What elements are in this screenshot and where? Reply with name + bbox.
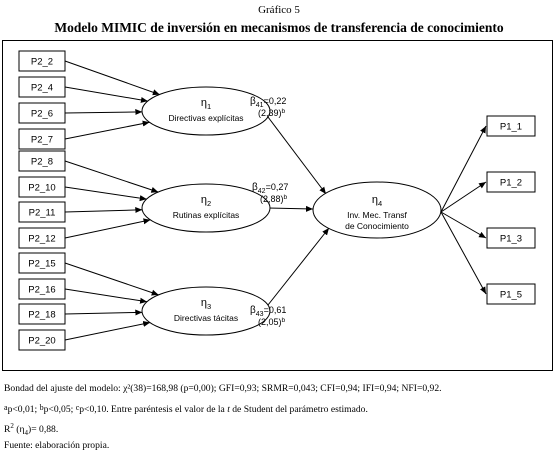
sig-b-mark: b bbox=[39, 403, 44, 412]
indicator-label: P2_11 bbox=[29, 208, 56, 219]
indicator-box bbox=[18, 303, 66, 325]
outcome-indicator-arrow bbox=[440, 211, 487, 239]
indicator-arrow bbox=[64, 160, 159, 193]
sig-a-text: p<0,01; bbox=[7, 404, 40, 415]
indicator-box bbox=[18, 128, 66, 150]
outcome-indicator-box bbox=[486, 227, 536, 249]
latent-ellipse bbox=[141, 183, 271, 233]
latent-label: Directivas tácitas bbox=[174, 313, 238, 323]
indicator-arrow bbox=[64, 186, 147, 202]
indicator-arrow bbox=[64, 109, 143, 116]
indicator-arrow bbox=[64, 320, 151, 341]
outcome-ellipse bbox=[312, 181, 442, 239]
diagram-frame bbox=[2, 40, 553, 371]
indicator-box bbox=[18, 176, 66, 198]
indicator-label: P2_2 bbox=[31, 57, 53, 68]
outcome-indicator-label: P1_1 bbox=[500, 122, 522, 133]
outcome-indicator-arrow bbox=[440, 181, 487, 213]
indicator-label: P2_7 bbox=[31, 135, 53, 146]
sig-tail: de Student del parámetro estimado. bbox=[229, 404, 368, 415]
source-note: Fuente: elaboración propia. bbox=[4, 440, 110, 451]
figure-label: Gráfico 5 bbox=[258, 4, 300, 16]
outcome-indicator-label: P1_3 bbox=[500, 234, 522, 245]
indicator-label: P2_20 bbox=[28, 336, 55, 347]
indicator-box bbox=[18, 102, 66, 124]
indicator-arrow bbox=[64, 309, 143, 316]
latent-label: Directivas explícitas bbox=[168, 113, 243, 123]
outcome-label: de Conocimiento bbox=[345, 221, 409, 231]
sig-a-mark: a bbox=[4, 403, 8, 412]
indicator-label: P2_18 bbox=[28, 310, 55, 321]
path-arrows bbox=[64, 60, 487, 341]
outcome-indicator-box bbox=[486, 283, 536, 305]
outcome-indicator-label: P1_5 bbox=[500, 290, 522, 301]
coefficient-label: β42=0,27 bbox=[252, 182, 288, 195]
indicator-label: P2_6 bbox=[31, 109, 53, 120]
latent-symbol: η1 bbox=[201, 97, 211, 111]
outcome-indicator-arrow bbox=[440, 125, 487, 213]
indicator-arrow bbox=[64, 120, 150, 140]
indicator-label: P2_16 bbox=[28, 285, 55, 296]
indicator-arrow bbox=[64, 288, 148, 304]
r2-open: (η bbox=[13, 424, 25, 436]
outcome-symbol: η4 bbox=[372, 194, 382, 208]
indicator-arrow bbox=[64, 207, 143, 214]
outcome-label: Inv. Mec. Transf bbox=[347, 210, 407, 220]
indicator-label: P2_15 bbox=[28, 259, 55, 270]
structural-arrow bbox=[267, 116, 327, 195]
r2-subscript: 4 bbox=[24, 429, 29, 438]
latent-symbol: η2 bbox=[201, 194, 211, 208]
latent-symbol: η3 bbox=[201, 297, 211, 311]
structural-arrow bbox=[267, 227, 330, 306]
outcome-indicator-box bbox=[486, 171, 536, 193]
indicator-arrow bbox=[64, 262, 159, 296]
indicator-box bbox=[18, 76, 66, 98]
latent-ellipse bbox=[141, 86, 271, 136]
indicator-box bbox=[18, 227, 66, 249]
indicator-label: P2_4 bbox=[31, 83, 53, 94]
indicator-label: P2_8 bbox=[31, 157, 53, 168]
indicator-label: P2_10 bbox=[28, 183, 55, 194]
structural-arrow bbox=[267, 205, 314, 212]
coefficient-label: β43=0,61 bbox=[250, 305, 286, 318]
sig-c-text: p<0,10. Entre paréntesis el valor de la bbox=[79, 404, 228, 415]
outcome-indicator-arrow bbox=[440, 211, 487, 295]
indicator-label: P2_12 bbox=[28, 234, 55, 245]
coefficient-t-value: (2,88)b bbox=[260, 194, 288, 204]
coefficient-label: β41=0,22 bbox=[250, 96, 286, 109]
path-coefficients: β41=0,22(2,39)b β42=0,27(2,88)b β43=0,61(2… bbox=[250, 96, 288, 327]
coefficient-t-value: (2,39)b bbox=[258, 108, 286, 118]
r2-exponent: 2 bbox=[10, 422, 14, 430]
latent-ellipse bbox=[141, 286, 271, 336]
figure-notes: Bondad del ajuste del modelo: χ²(38)=168… bbox=[4, 379, 554, 455]
sig-b-text: p<0,05; bbox=[43, 404, 76, 415]
t-symbol: t bbox=[227, 404, 230, 415]
indicator-box bbox=[18, 278, 66, 300]
indicator-arrow bbox=[64, 218, 151, 239]
r2-value: )= 0,88. bbox=[28, 424, 59, 436]
coefficient-t-value: (2,05)b bbox=[258, 317, 286, 327]
mimic-diagram: P2_2P2_4P2_6P2_7P2_8P2_10P2_11P2_12P2_15… bbox=[18, 50, 536, 351]
indicator-box bbox=[18, 252, 66, 274]
latent-label: Rutinas explícitas bbox=[173, 210, 240, 220]
outcome-indicator-box bbox=[486, 115, 536, 137]
indicator-box bbox=[18, 329, 66, 351]
outcome-indicator-label: P1_2 bbox=[500, 178, 522, 189]
figure-title: Modelo MIMIC de inversión en mecanismos … bbox=[54, 20, 504, 35]
indicator-box bbox=[18, 150, 66, 172]
indicator-arrow bbox=[64, 60, 160, 96]
significance-legend: ap<0,01; bp<0,05; cp<0,10. Entre parénte… bbox=[4, 398, 554, 417]
diagram-nodes: P2_2P2_4P2_6P2_7P2_8P2_10P2_11P2_12P2_15… bbox=[18, 50, 536, 351]
fit-statistics: Bondad del ajuste del modelo: χ²(38)=168… bbox=[4, 383, 442, 394]
indicator-arrow bbox=[64, 86, 148, 103]
indicator-box bbox=[18, 50, 66, 72]
indicator-box bbox=[18, 201, 66, 223]
sig-c-mark: c bbox=[75, 403, 80, 412]
r2-prefix: R bbox=[4, 424, 11, 436]
r-squared: R2 (η4)= 0,88. bbox=[4, 417, 554, 438]
